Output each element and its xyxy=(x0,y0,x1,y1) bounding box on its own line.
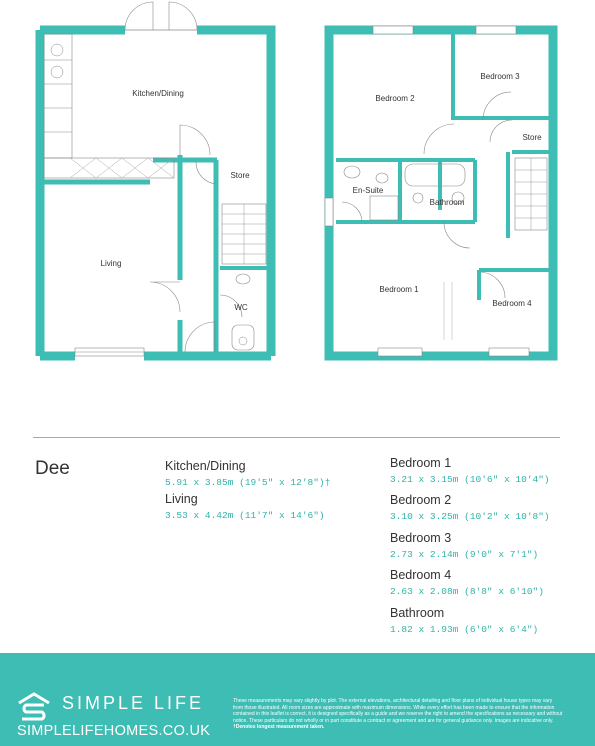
room-schedule-kitchen: Kitchen/Dining 5.91 x 3.85m (19'5" x 12'… xyxy=(165,459,330,489)
room-label-bathroom: Bathroom xyxy=(430,198,465,207)
room-name: Bedroom 4 xyxy=(390,568,452,582)
room-schedule-bedroom-2: Bedroom 2 3.10 x 3.25m (10'2" x 10'8") xyxy=(390,493,550,523)
room-schedule-bedroom-3: Bedroom 3 2.73 x 2.14m (9'0" x 7'1") xyxy=(390,531,538,561)
first-floor-plan: Bedroom 2 Bedroom 3 Store En-Suite Bathr… xyxy=(324,25,558,361)
house-logo-icon xyxy=(16,691,52,726)
room-label-living: Living xyxy=(101,259,122,268)
room-dimensions: 2.63 x 2.08m (8'8" x 6'10") xyxy=(390,586,544,597)
room-dimensions: 1.82 x 1.93m (6'0" x 6'4") xyxy=(390,624,539,635)
room-label-bedroom-4: Bedroom 4 xyxy=(492,299,532,308)
room-label-en-suite: En-Suite xyxy=(353,186,384,195)
room-name: Living xyxy=(165,492,198,506)
room-schedule-bedroom-4: Bedroom 4 2.63 x 2.08m (8'8" x 6'10") xyxy=(390,568,544,598)
room-dimensions: 5.91 x 3.85m (19'5" x 12'8")† xyxy=(165,477,331,488)
room-name: Bedroom 2 xyxy=(390,493,452,507)
room-label-bedroom-1: Bedroom 1 xyxy=(379,285,419,294)
room-schedule-bedroom-1: Bedroom 1 3.21 x 3.15m (10'6" x 10'4") xyxy=(390,456,550,486)
floor-plans: Kitchen/Dining Store Living WC xyxy=(35,1,558,361)
room-name: Bathroom xyxy=(390,606,445,620)
room-dimensions: 2.73 x 2.14m (9'0" x 7'1") xyxy=(390,549,539,560)
room-label-bedroom-2: Bedroom 2 xyxy=(375,94,415,103)
house-name: Dee xyxy=(35,458,70,479)
room-name: Bedroom 3 xyxy=(390,531,452,545)
disclaimer-text: These measurements may vary slightly by … xyxy=(233,698,563,731)
floor-plan-drawing: Kitchen/Dining Store Living WC xyxy=(35,1,558,361)
room-schedule-bathroom: Bathroom 1.82 x 1.93m (6'0" x 6'4") xyxy=(390,606,538,636)
section-divider xyxy=(33,437,560,438)
room-label-store-ground: Store xyxy=(230,171,250,180)
room-dimensions: 3.53 x 4.42m (11'7" x 14'6") xyxy=(165,510,325,521)
disclaimer-body: These measurements may vary slightly by … xyxy=(233,698,563,724)
footer-banner: SIMPLE LIFE SIMPLELIFEHOMES.CO.UK These … xyxy=(0,653,595,746)
website-link[interactable]: SIMPLELIFEHOMES.CO.UK xyxy=(17,723,211,739)
room-label-bedroom-3: Bedroom 3 xyxy=(480,72,520,81)
room-name: Bedroom 1 xyxy=(390,456,452,470)
brand-name: SIMPLE LIFE xyxy=(62,693,205,713)
room-label-store-first: Store xyxy=(522,133,542,142)
room-dimensions: 3.10 x 3.25m (10'2" x 10'8") xyxy=(390,511,550,522)
room-name: Kitchen/Dining xyxy=(165,459,246,473)
room-dimensions: 3.21 x 3.15m (10'6" x 10'4") xyxy=(390,474,550,485)
room-label-wc: WC xyxy=(234,303,248,312)
room-schedule-living: Living 3.53 x 4.42m (11'7" x 14'6") xyxy=(165,492,325,522)
ground-floor-plan: Kitchen/Dining Store Living WC xyxy=(35,1,276,361)
disclaimer-note: †Denotes longest measurement taken. xyxy=(233,724,325,731)
room-label-kitchen: Kitchen/Dining xyxy=(132,89,184,98)
